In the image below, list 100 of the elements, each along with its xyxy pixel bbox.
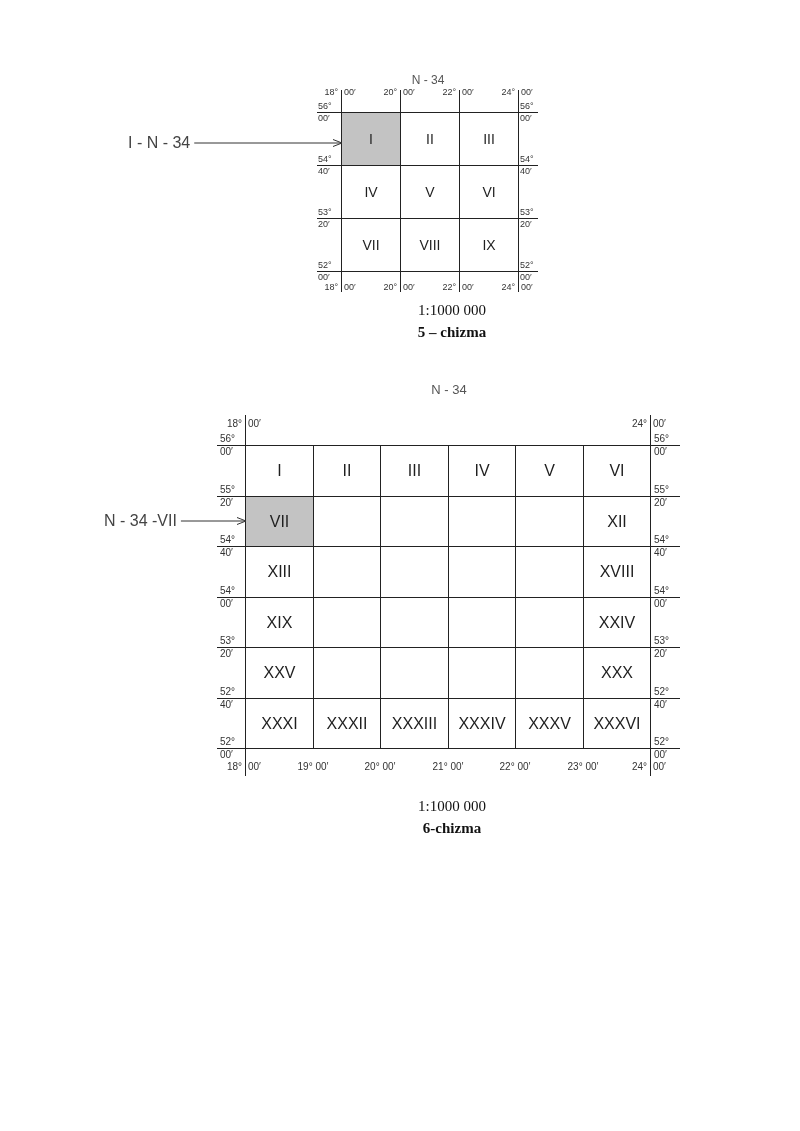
- coordinate-label: 19° 00′: [297, 762, 329, 772]
- coordinate-label: 52°: [520, 261, 534, 270]
- coordinate-label: 54°: [654, 586, 670, 596]
- coordinate-label: 00′: [220, 447, 233, 457]
- coordinate-label: 22° 00′: [499, 762, 531, 772]
- coordinate-label: 20°: [383, 88, 397, 97]
- coordinate-label: 53°: [654, 636, 670, 646]
- map-sheet-cell: IX: [460, 219, 518, 271]
- map-sheet-cell: XXXII: [314, 699, 380, 748]
- coordinate-label: 22°: [442, 283, 456, 292]
- coordinate-label: 40′: [520, 167, 532, 176]
- coordinate-label: 21° 00′: [432, 762, 464, 772]
- coordinate-label: 00′: [318, 273, 330, 282]
- coordinate-label: 54°: [220, 586, 236, 596]
- coordinate-label: 23° 00′: [567, 762, 599, 772]
- coordinate-label: 00′: [462, 88, 474, 97]
- coordinate-label: 40′: [654, 548, 667, 558]
- map-sheet-cell: XIII: [246, 547, 313, 597]
- coordinate-label: 40′: [220, 700, 233, 710]
- coordinate-label: 00′: [521, 283, 533, 292]
- coordinate-label: 00′: [248, 419, 261, 429]
- map-sheet-cell: XVIII: [584, 547, 650, 597]
- map-sheet-cell: II: [314, 446, 380, 496]
- arrow: [193, 139, 343, 147]
- coordinate-label: 53°: [318, 208, 332, 217]
- coordinate-label: 52°: [318, 261, 332, 270]
- coordinate-label: 56°: [654, 434, 670, 444]
- map-sheet-cell: I: [246, 446, 313, 496]
- coordinate-label: 00′: [220, 599, 233, 609]
- sheet-heading: N - 34: [411, 74, 445, 86]
- scale-label: 1:1000 000: [418, 301, 486, 319]
- coordinate-label: 00′: [403, 283, 415, 292]
- coordinate-label: 40′: [654, 700, 667, 710]
- map-sheet-cell: XXXI: [246, 699, 313, 748]
- coordinate-label: 52°: [220, 737, 236, 747]
- coordinate-label: 52°: [654, 737, 670, 747]
- coordinate-label: 55°: [220, 485, 236, 495]
- coordinate-label: 56°: [220, 434, 236, 444]
- map-sheet-cell: VII: [342, 219, 400, 271]
- coordinate-label: 00′: [521, 88, 533, 97]
- map-sheet-cell: XXXIII: [381, 699, 448, 748]
- coordinate-label: 24°: [631, 419, 647, 429]
- coordinate-label: 20° 00′: [364, 762, 396, 772]
- coordinate-label: 00′: [653, 762, 666, 772]
- coordinate-label: 20′: [654, 649, 667, 659]
- coordinate-label: 54°: [520, 155, 534, 164]
- sheet-heading: N - 34: [431, 383, 467, 396]
- coordinate-label: 40′: [220, 548, 233, 558]
- coordinate-label: 40′: [318, 167, 330, 176]
- coordinate-label: 53°: [220, 636, 236, 646]
- arrow: [180, 517, 247, 525]
- figure-caption: 6-chizma: [422, 819, 482, 837]
- coordinate-label: 00′: [520, 273, 532, 282]
- coordinate-label: 00′: [520, 114, 532, 123]
- coordinate-label: 24°: [501, 88, 515, 97]
- coordinate-label: 24°: [501, 283, 515, 292]
- map-sheet-cell: V: [401, 166, 459, 218]
- map-sheet-cell: XXXIV: [449, 699, 515, 748]
- figure-caption: 5 – chizma: [417, 323, 487, 341]
- coordinate-label: 20′: [654, 498, 667, 508]
- map-sheet-cell: III: [460, 113, 518, 165]
- coordinate-label: 00′: [654, 447, 667, 457]
- coordinate-label: 18°: [324, 283, 338, 292]
- map-sheet-cell: XIX: [246, 598, 313, 647]
- map-sheet-cell: II: [401, 113, 459, 165]
- coordinate-label: 00′: [318, 114, 330, 123]
- map-sheet-cell: III: [381, 446, 448, 496]
- coordinate-label: 00′: [403, 88, 415, 97]
- coordinate-label: 00′: [462, 283, 474, 292]
- coordinate-label: 56°: [520, 102, 534, 111]
- map-sheet-cell: VIII: [401, 219, 459, 271]
- map-sheet-cell: XXXVI: [584, 699, 650, 748]
- map-sheet-cell: XXIV: [584, 598, 650, 647]
- coordinate-label: 24°: [631, 762, 647, 772]
- coordinate-label: 53°: [520, 208, 534, 217]
- coordinate-label: 54°: [220, 535, 236, 545]
- scale-label: 1:1000 000: [418, 797, 486, 815]
- coordinate-label: 55°: [654, 485, 670, 495]
- coordinate-label: 52°: [220, 687, 236, 697]
- map-sheet-cell: XII: [584, 497, 650, 546]
- map-sheet-cell: IV: [342, 166, 400, 218]
- coordinate-label: 52°: [654, 687, 670, 697]
- map-sheet-cell: IV: [449, 446, 515, 496]
- sheet-code-label: I - N - 34: [128, 134, 191, 152]
- coordinate-label: 00′: [344, 88, 356, 97]
- coordinate-label: 20′: [220, 498, 233, 508]
- map-sheet-cell: VI: [584, 446, 650, 496]
- coordinate-label: 54°: [318, 155, 332, 164]
- coordinate-label: 18°: [324, 88, 338, 97]
- coordinate-label: 00′: [248, 762, 261, 772]
- coordinate-label: 54°: [654, 535, 670, 545]
- coordinate-label: 18°: [226, 419, 242, 429]
- coordinate-label: 20′: [318, 220, 330, 229]
- map-sheet-cell: VII: [246, 497, 313, 546]
- coordinate-label: 00′: [220, 750, 233, 760]
- coordinate-label: 00′: [654, 750, 667, 760]
- coordinate-label: 20′: [220, 649, 233, 659]
- map-sheet-cell: XXX: [584, 648, 650, 698]
- map-sheet-cell: XXXV: [516, 699, 583, 748]
- coordinate-label: 22°: [442, 88, 456, 97]
